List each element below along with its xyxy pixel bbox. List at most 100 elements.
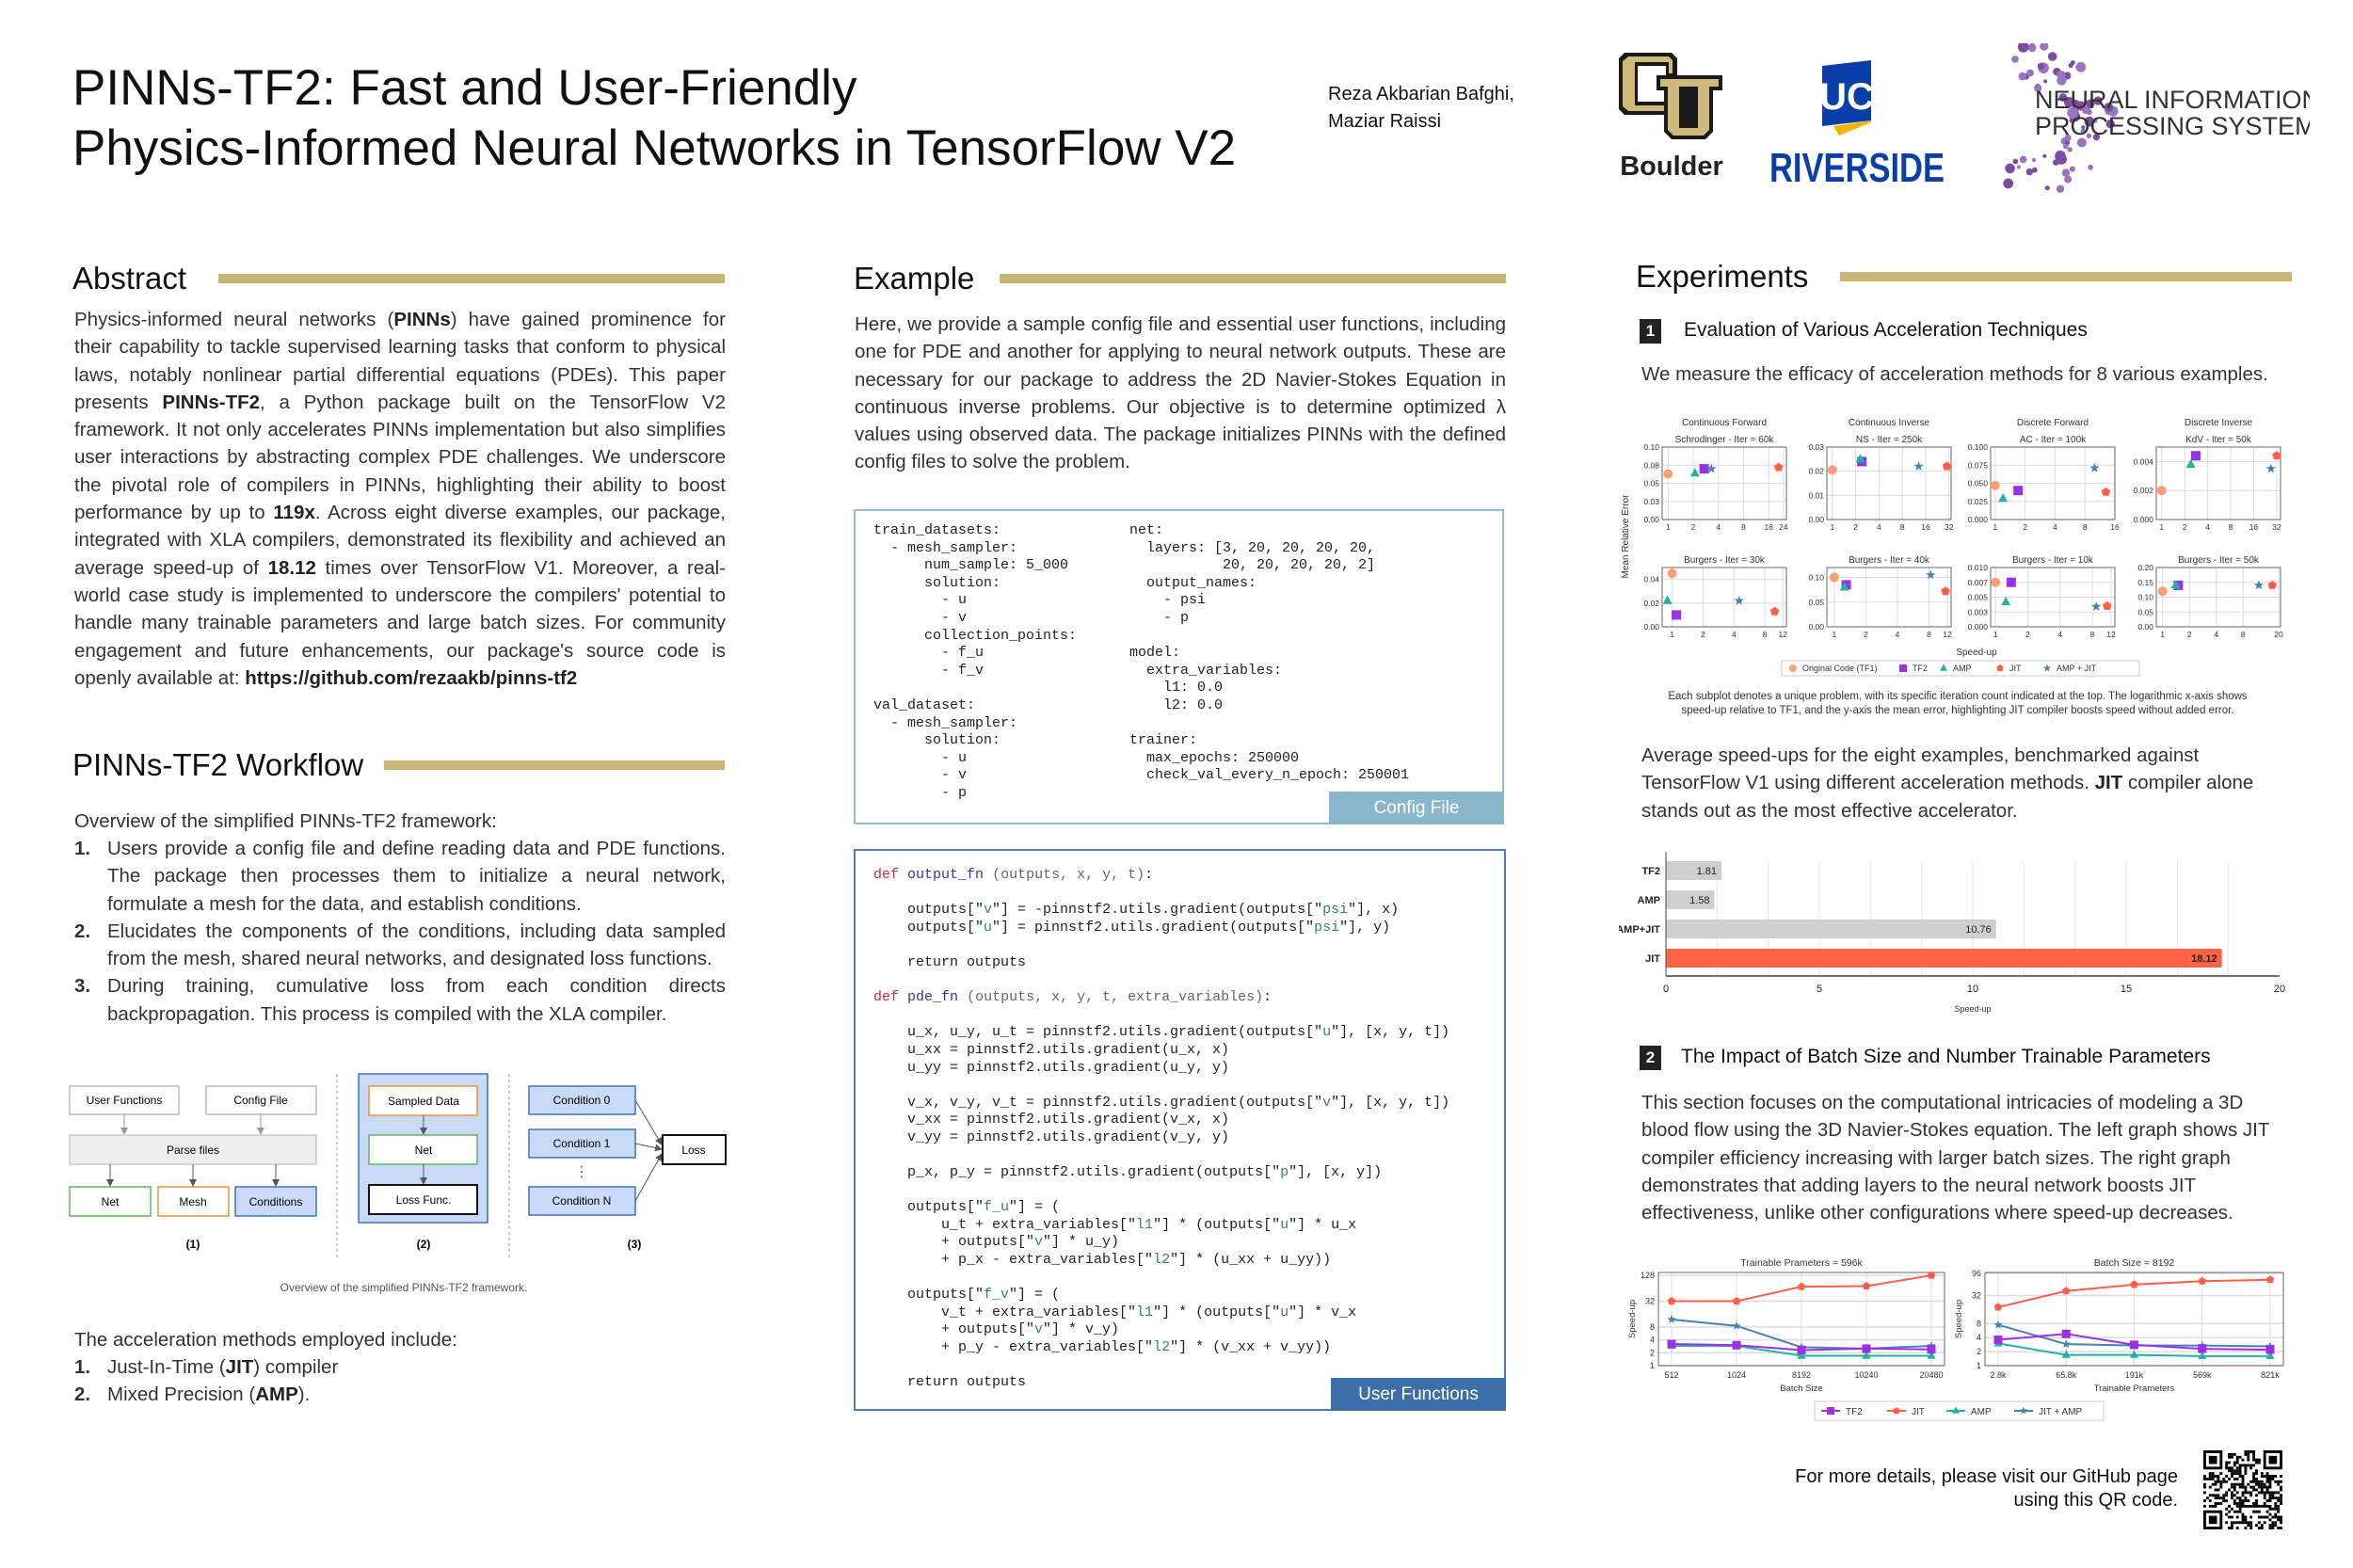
footer-text: For more details, please visit our GitHu… bbox=[1795, 1466, 2178, 1511]
qr-module bbox=[2268, 1499, 2272, 1503]
qr-module bbox=[2241, 1485, 2245, 1489]
qr-module bbox=[2271, 1521, 2275, 1525]
qr-module bbox=[2235, 1491, 2239, 1495]
category-label: JIT bbox=[1645, 953, 1660, 965]
qr-module bbox=[2268, 1485, 2272, 1489]
qr-module bbox=[2271, 1527, 2275, 1529]
data-point bbox=[1797, 1282, 1806, 1290]
code-line: + outputs["v"] * v_y) bbox=[873, 1321, 1120, 1338]
subplot-title: Burgers - Iter = 40k bbox=[1849, 555, 1930, 566]
y-tick-label: 0.10 bbox=[1808, 573, 1824, 583]
qr-module bbox=[2235, 1502, 2239, 1505]
qr-module bbox=[2230, 1475, 2233, 1478]
qr-module bbox=[2230, 1452, 2233, 1456]
qr-module bbox=[2249, 1480, 2253, 1483]
code-line bbox=[873, 680, 1077, 697]
category-label: AMP bbox=[1638, 895, 1660, 906]
data-point bbox=[1993, 1303, 2003, 1311]
abstract-text: Physics-informed neural networks (PINNs)… bbox=[74, 306, 726, 692]
legend-label: AMP + JIT bbox=[2057, 664, 2097, 673]
qr-module bbox=[2255, 1510, 2258, 1513]
qr-module bbox=[2265, 1472, 2269, 1476]
data-point bbox=[2265, 1275, 2275, 1284]
mesh-box: Mesh bbox=[179, 1195, 206, 1208]
legend-label: JIT bbox=[2009, 664, 2022, 673]
qr-module bbox=[2211, 1477, 2215, 1480]
qr-finder bbox=[2208, 1455, 2217, 1464]
x-tick-label: 1 bbox=[1993, 522, 1997, 532]
qr-module bbox=[2225, 1521, 2229, 1525]
code-line: solution: bbox=[873, 574, 1001, 591]
qr-module bbox=[2211, 1475, 2215, 1478]
qr-module bbox=[2257, 1461, 2261, 1464]
logo-dot bbox=[2029, 43, 2036, 49]
axes-frame bbox=[1661, 567, 1787, 628]
qr-module bbox=[2228, 1461, 2231, 1464]
data-point bbox=[1927, 1345, 1936, 1354]
qr-module bbox=[2280, 1496, 2282, 1500]
legend-marker bbox=[1893, 1407, 1900, 1415]
data-point bbox=[2090, 601, 2102, 611]
qr-module bbox=[2255, 1469, 2258, 1473]
qr-module bbox=[2277, 1518, 2281, 1522]
x-tick-label: 2 bbox=[1853, 522, 1858, 532]
axes-frame bbox=[2155, 446, 2281, 520]
subplot-title: Burgers - Iter = 10k bbox=[2012, 555, 2094, 566]
y-tick-label: 0.05 bbox=[2137, 607, 2153, 616]
y-tick-label: 1 bbox=[1650, 1361, 1655, 1370]
code-line: u_x, u_y, u_t = pinnstf2.utils.gradient(… bbox=[873, 1024, 1450, 1041]
qr-module bbox=[2222, 1499, 2226, 1503]
qr-module bbox=[2249, 1515, 2253, 1519]
x-tick-label: 1 bbox=[1830, 522, 1834, 532]
logo-dot bbox=[2080, 128, 2086, 134]
qr-module bbox=[2280, 1480, 2282, 1483]
qr-module bbox=[2247, 1455, 2250, 1459]
logo-dot bbox=[2019, 155, 2027, 164]
logo-dot bbox=[2075, 61, 2087, 72]
qr-module bbox=[2260, 1475, 2264, 1478]
x-tick-label: 20 bbox=[2274, 984, 2285, 995]
qr-module bbox=[2241, 1518, 2245, 1522]
section-divider bbox=[1840, 272, 2292, 281]
x-tick-label: 8 bbox=[2090, 630, 2095, 639]
qr-module bbox=[2280, 1494, 2282, 1497]
subsection-text: We measure the efficacy of acceleration … bbox=[1641, 363, 2268, 385]
code-line: v_x, v_y, v_t = pinnstf2.utils.gradient(… bbox=[873, 1094, 1450, 1111]
example-text: Here, we provide a sample config file an… bbox=[855, 313, 1506, 473]
x-tick-label: 5 bbox=[1817, 984, 1822, 995]
qr-module bbox=[2203, 1491, 2206, 1495]
ellipsis: ⋮ bbox=[574, 1164, 589, 1180]
user-functions-panel: def output_fn (outputs, x, y, t): output… bbox=[854, 849, 1506, 1411]
data-point bbox=[2061, 1329, 2071, 1338]
qr-code[interactable] bbox=[2203, 1450, 2282, 1529]
data-point bbox=[1990, 480, 2000, 490]
qr-module bbox=[2271, 1491, 2275, 1495]
y-tick-label: 2 bbox=[1977, 1347, 1981, 1356]
qr-module bbox=[2263, 1482, 2266, 1486]
qr-module bbox=[2249, 1450, 2253, 1453]
qr-module bbox=[2211, 1472, 2215, 1476]
qr-module bbox=[2233, 1494, 2236, 1497]
x-tick-label: 20480 bbox=[1919, 1370, 1943, 1380]
qr-module bbox=[2274, 1480, 2278, 1483]
qr-module bbox=[2244, 1485, 2248, 1489]
value-label: 1.81 bbox=[1697, 866, 1717, 877]
x-tick-label: 512 bbox=[1664, 1370, 1678, 1380]
qr-module bbox=[2235, 1472, 2239, 1476]
axes-frame bbox=[1990, 567, 2116, 628]
qr-module bbox=[2265, 1477, 2269, 1480]
logo-dot bbox=[2025, 168, 2034, 176]
data-point bbox=[1689, 468, 1700, 477]
code-line: def pde_fn (outputs, x, y, t, extra_vari… bbox=[873, 989, 1273, 1006]
qr-module bbox=[2257, 1458, 2261, 1462]
subplot-title: Burgers - Iter = 50k bbox=[2178, 555, 2260, 566]
x-tick-label: 32 bbox=[1945, 522, 1954, 532]
data-point bbox=[2013, 486, 2024, 496]
qr-module bbox=[2225, 1464, 2229, 1467]
chart-title: Batch Size = 8192 bbox=[2094, 1257, 2175, 1269]
code-line: + p_x - extra_variables["l2"] * (u_xx + … bbox=[873, 1252, 1332, 1269]
code-line: - f_v bbox=[873, 662, 984, 679]
figure-caption: Each subplot denotes a unique problem, w… bbox=[1668, 691, 2248, 702]
y-tick-label: 0.02 bbox=[1808, 467, 1824, 476]
